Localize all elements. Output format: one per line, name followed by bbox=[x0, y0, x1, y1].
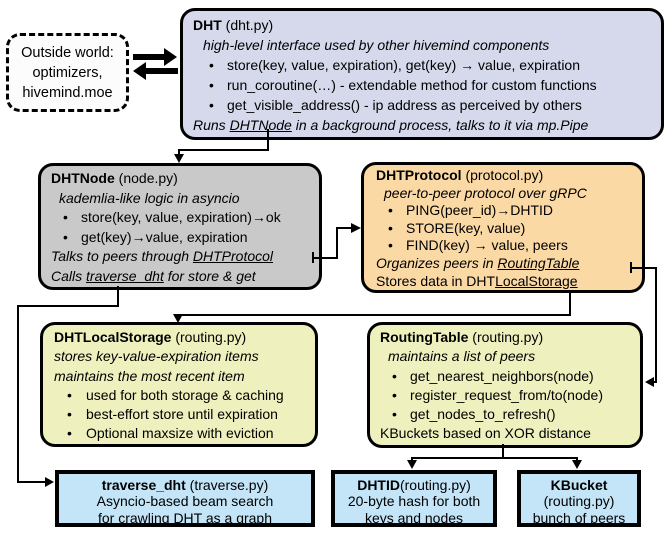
routingtable-class-name: RoutingTable bbox=[380, 329, 469, 345]
arrowhead-dht-to-dhtnode bbox=[174, 154, 184, 163]
arrowhead-routingtable-to-dhtid bbox=[407, 460, 417, 469]
dhtlocalstorage-title: DHTLocalStorage (routing.py) bbox=[54, 328, 311, 347]
routingtable-footer: KBuckets based on XOR distance bbox=[380, 425, 591, 442]
dhtprotocol-footer-text: Organizes peers in bbox=[376, 254, 498, 271]
traverse-dht-title: traverse_dht (traverse.py) bbox=[59, 477, 311, 493]
dhtlocalstorage-subtitle: maintains the most recent item bbox=[54, 367, 245, 384]
traverse-dht-function-name: traverse_dht bbox=[101, 477, 186, 493]
routingtable-bullet: register_request_from/to(node) bbox=[380, 386, 638, 406]
arrow-dhtprotocol-to-storage bbox=[177, 290, 571, 316]
dhtnode-bullet: store(key, value, expiration)→ok bbox=[51, 208, 315, 228]
dht-subtitle: high-level interface used by other hivem… bbox=[203, 37, 550, 53]
dhtprotocol-box: DHTProtocol (protocol.py) peer-to-peer p… bbox=[361, 162, 645, 293]
dhtnode-reference: DHTNode bbox=[229, 117, 292, 133]
dhtid-file-name: (routing.py) bbox=[399, 477, 471, 493]
kbucket-description: bunch of peers bbox=[532, 509, 626, 526]
dhtlocalstorage-bullet: best-effort store until expiration bbox=[54, 405, 311, 425]
kbucket-file-name: (routing.py) bbox=[543, 493, 615, 510]
dhtprotocol-footer: Organizes peers in RoutingTable bbox=[376, 255, 638, 273]
arrowhead-dhtprotocol-to-routingtable bbox=[645, 377, 654, 387]
outside-world-box: Outside world: optimizers, hivemind.moe bbox=[6, 33, 129, 112]
traverse-dht-box: traverse_dht (traverse.py) Asyncio-based… bbox=[55, 470, 315, 527]
kbucket-box: KBucket (routing.py) bunch of peers bbox=[517, 470, 641, 527]
dhtnode-bullet: get(key)→value, expiration bbox=[51, 228, 315, 248]
dht-title: DHT (dht.py) bbox=[193, 15, 653, 35]
dhtprotocol-title: DHTProtocol (protocol.py) bbox=[376, 167, 638, 185]
outside-world-line: optimizers, bbox=[32, 65, 103, 81]
arrowhead-routingtable-to-kbucket bbox=[572, 460, 582, 469]
routingtable-bullet: get_nearest_neighbors(node) bbox=[380, 367, 638, 387]
dhtnode-footer: Talks to peers through DHTProtocol bbox=[51, 247, 315, 267]
dhtnode-class-name: DHTNode bbox=[51, 170, 115, 186]
routingtable-file-name: (routing.py) bbox=[468, 329, 544, 345]
dhtnode-footer-text: Talks to peers through bbox=[51, 248, 193, 264]
dht-file-name: (dht.py) bbox=[221, 17, 274, 33]
dhtid-title: DHTID(routing.py) bbox=[335, 477, 493, 493]
dht-footer-text: in a background process, talks to it via… bbox=[291, 117, 589, 133]
dhtprotocol-subtitle: peer-to-peer protocol over gRPC bbox=[384, 184, 587, 201]
dht-bullet: get_visible_address() - ip address as pe… bbox=[193, 95, 653, 115]
dhtnode-title: DHTNode (node.py) bbox=[51, 169, 315, 189]
dhtnode-footer-text: Calls bbox=[51, 267, 87, 284]
dht-bullet: run_coroutine(…) - extendable method for… bbox=[193, 75, 653, 95]
dhtnode-footer-text: for store & get bbox=[163, 267, 256, 284]
routingtable-reference: RoutingTable bbox=[497, 254, 580, 271]
dht-footer: Runs DHTNode in a background process, ta… bbox=[193, 115, 653, 135]
dhtlocalstorage-class-name: DHTLocalStorage bbox=[54, 329, 172, 345]
kbucket-title: KBucket bbox=[550, 477, 608, 493]
dhtlocalstorage-bullet: used for both storage & caching bbox=[54, 386, 311, 406]
outside-world-line: Outside world: bbox=[21, 45, 114, 61]
localstorage-reference: LocalStorage bbox=[495, 272, 578, 289]
dhtprotocol-footer-text: Stores data in DHT bbox=[376, 272, 496, 289]
dhtid-description: keys and nodes bbox=[364, 509, 464, 526]
outside-world-line: hivemind.moe bbox=[22, 85, 113, 101]
routingtable-title: RoutingTable (routing.py) bbox=[380, 328, 638, 347]
dht-box: DHT (dht.py) high-level interface used b… bbox=[180, 8, 664, 140]
dhtprotocol-reference: DHTProtocol bbox=[192, 248, 274, 264]
dhtprotocol-bullet: PING(peer_id)→DHTID bbox=[376, 202, 638, 220]
arrow-outside-to-dht bbox=[133, 48, 177, 66]
dht-footer-text: Runs bbox=[193, 117, 230, 133]
traverse-dht-description: Asyncio-based beam search bbox=[96, 493, 274, 510]
dhtnode-subtitle: kademlia-like logic in asyncio bbox=[59, 189, 240, 206]
traverse-dht-description: for crawling DHT as a graph bbox=[97, 509, 273, 526]
routingtable-box: RoutingTable (routing.py) maintains a li… bbox=[367, 322, 643, 448]
dhtnode-box: DHTNode (node.py) kademlia-like logic in… bbox=[38, 163, 322, 290]
dhtlocalstorage-file-name: (routing.py) bbox=[171, 329, 247, 345]
dht-class-name: DHT bbox=[193, 17, 222, 33]
dhtprotocol-bullet: STORE(key, value) bbox=[376, 220, 638, 238]
traverse-dht-reference: traverse_dht bbox=[86, 267, 164, 284]
dhtlocalstorage-subtitle: stores key-value-expiration items bbox=[54, 348, 259, 365]
dhtprotocol-bullet: FIND(key) → value, peers bbox=[376, 237, 638, 255]
dhtnode-file-name: (node.py) bbox=[114, 170, 178, 186]
dht-bullet: store(key, value, expiration), get(key) … bbox=[193, 55, 653, 75]
dhtprotocol-footer: Stores data in DHTLocalStorage bbox=[376, 273, 638, 291]
arrow-dht-to-outside bbox=[133, 62, 178, 80]
arrowhead-dhtnode-to-traverse bbox=[45, 477, 54, 487]
dhtid-class-name: DHTID bbox=[357, 477, 400, 493]
dhtid-description: 20-byte hash for both bbox=[347, 493, 481, 510]
arrowhead-dhtnode-to-dhtprotocol bbox=[351, 223, 361, 233]
routingtable-subtitle: maintains a list of peers bbox=[388, 348, 536, 365]
dhtprotocol-class-name: DHTProtocol bbox=[376, 167, 462, 183]
dhtlocalstorage-bullet: Optional maxsize with eviction bbox=[54, 424, 311, 444]
dhtnode-footer: Calls traverse_dht for store & get bbox=[51, 267, 315, 287]
dhtprotocol-file-name: (protocol.py) bbox=[461, 167, 544, 183]
routingtable-bullet: get_nodes_to_refresh() bbox=[380, 405, 638, 425]
dhtlocalstorage-box: DHTLocalStorage (routing.py) stores key-… bbox=[40, 322, 318, 447]
traverse-dht-file-name: (traverse.py) bbox=[185, 477, 269, 493]
dhtid-box: DHTID(routing.py) 20-byte hash for both … bbox=[331, 470, 497, 527]
